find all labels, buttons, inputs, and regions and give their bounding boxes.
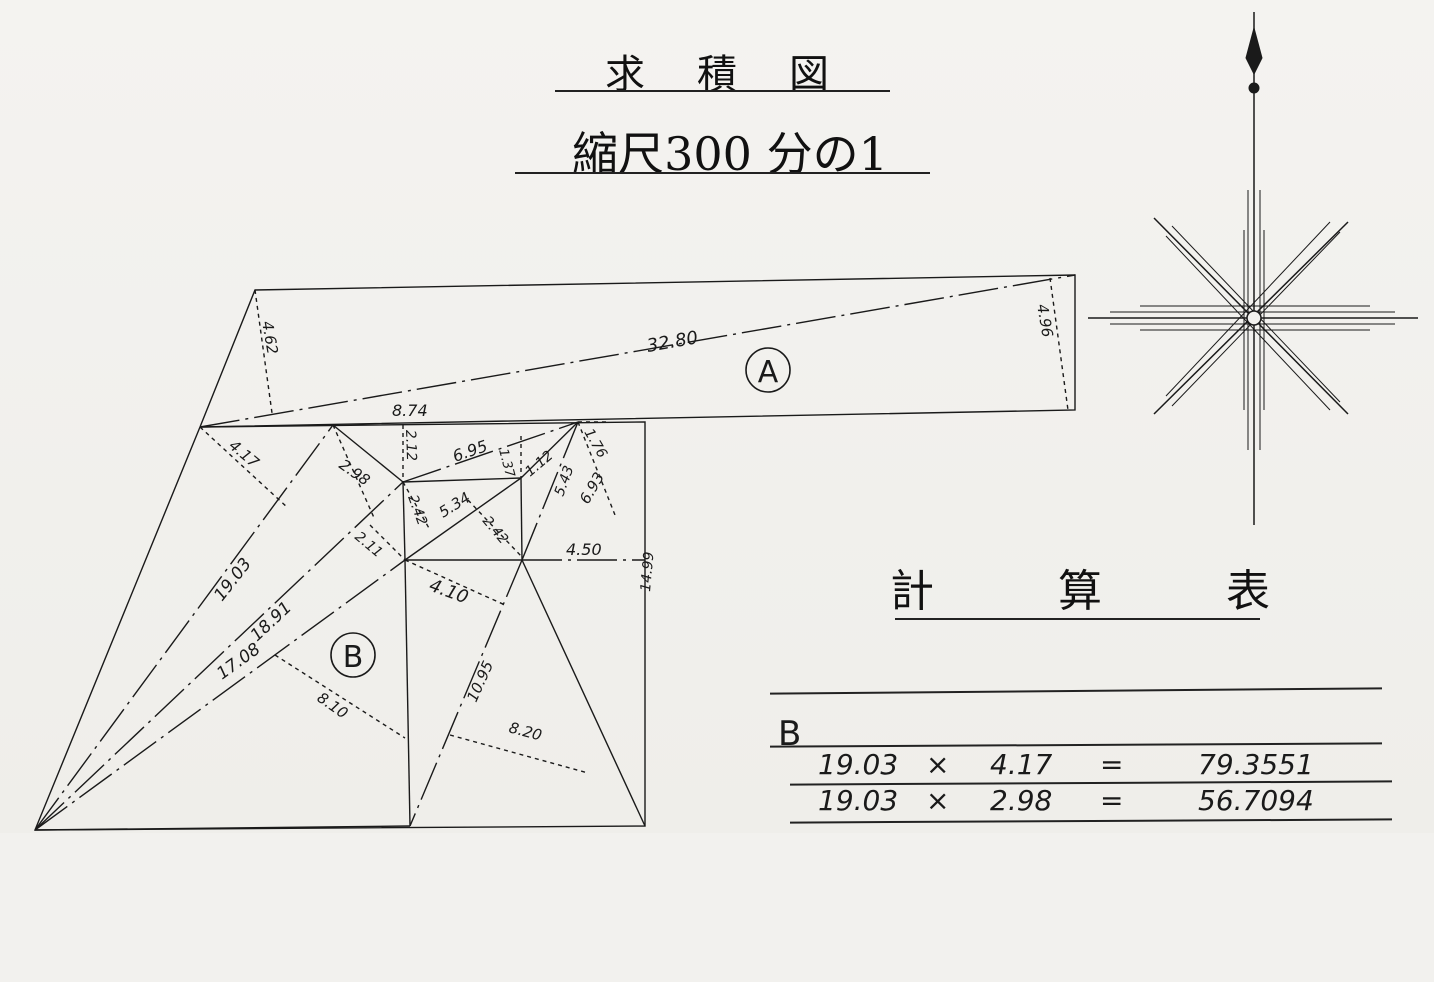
calc-row-result: 56.7094 bbox=[1198, 784, 1314, 817]
scale-underline bbox=[515, 172, 930, 174]
label-2-12: 2.12 bbox=[402, 430, 419, 462]
perp-8-10 bbox=[274, 654, 406, 739]
calc-row-operator: × bbox=[926, 784, 950, 817]
edge-405-410 bbox=[404, 559, 411, 827]
calc-row-operand-a: 19.03 bbox=[818, 784, 899, 817]
edge-522-645b bbox=[521, 559, 646, 827]
label-19-03: 19.03 bbox=[210, 554, 256, 605]
perp-2-42b bbox=[467, 499, 522, 557]
calc-table-title: 計 算 表 bbox=[890, 566, 1310, 617]
label-4-50: 4.50 bbox=[566, 540, 602, 559]
calc-row: 19.03 × 2.98 = 56.7094 bbox=[818, 784, 1314, 982]
edge-522-578 bbox=[521, 421, 579, 561]
perp-2-11 bbox=[369, 524, 406, 561]
perp-4-96 bbox=[1049, 277, 1069, 411]
label-2-11: 2.11 bbox=[351, 529, 385, 561]
calc-row-operand-b: 2.98 bbox=[990, 784, 1053, 817]
edge-403-405 bbox=[402, 481, 406, 561]
calc-row-equals: = bbox=[1100, 784, 1124, 817]
edge-521-578 bbox=[520, 421, 579, 479]
title-underline bbox=[555, 90, 890, 92]
perp-2-98 bbox=[332, 424, 376, 521]
edge-left-top bbox=[332, 424, 404, 483]
calc-row-equals: = bbox=[1100, 748, 1124, 781]
line-18-91 bbox=[34, 481, 404, 831]
parcel-a-diagonal bbox=[199, 274, 1076, 428]
calc-title-underline bbox=[895, 618, 1260, 620]
calc-row-operand-b: 4.17 bbox=[990, 748, 1053, 781]
label-1-76: 1.76 bbox=[581, 426, 610, 461]
label-18-91: 18.91 bbox=[247, 598, 296, 646]
calc-row-result: 79.3551 bbox=[1198, 748, 1314, 781]
label-10-95: 10.95 bbox=[463, 658, 497, 705]
parcel-a-circle bbox=[745, 347, 791, 393]
compass-rose-icon bbox=[1088, 12, 1418, 525]
calc-row-operand-a: 19.03 bbox=[818, 748, 899, 781]
parcel-a-label: A bbox=[758, 355, 779, 390]
survey-plot: A B 32.80 4.62 4.96 8.74 4.17 2.98 2.12 … bbox=[33, 12, 1418, 831]
calc-row: 19.03 × 4.17 = 79.3551 bbox=[818, 748, 1314, 946]
label-2-98: 2.98 bbox=[336, 456, 374, 490]
label-8-20: 8.20 bbox=[507, 718, 544, 744]
line-19-03 bbox=[34, 424, 334, 831]
perp-8-20 bbox=[449, 734, 589, 774]
label-6-95: 6.95 bbox=[450, 436, 490, 466]
label-1-12: 1.12 bbox=[522, 448, 556, 480]
label-4-17: 4.17 bbox=[225, 436, 263, 472]
label-2-42b: 2.42 bbox=[479, 513, 511, 547]
perp-4-17 bbox=[199, 426, 289, 509]
label-8-74: 8.74 bbox=[392, 401, 428, 420]
label-4-10: 4.10 bbox=[426, 575, 471, 608]
label-8-10: 8.10 bbox=[314, 689, 352, 723]
perp-6-93 bbox=[577, 421, 616, 516]
line-17-08 bbox=[34, 559, 406, 831]
edge-521-522 bbox=[520, 477, 523, 561]
line-to-bottom bbox=[34, 825, 411, 831]
label-14-99: 14.99 bbox=[638, 551, 657, 592]
perp-2-42a bbox=[402, 481, 431, 531]
calc-section-label: B bbox=[778, 714, 802, 754]
calc-row-operator: × bbox=[926, 748, 950, 781]
label-32-80: 32.80 bbox=[645, 327, 699, 357]
parcel-b-label: B bbox=[343, 640, 364, 675]
label-5-43: 5.43 bbox=[552, 464, 578, 499]
label-1-37: 1.37 bbox=[495, 447, 517, 480]
parcel-b-circle bbox=[330, 632, 376, 678]
label-2-42a: 2.42 bbox=[404, 493, 430, 528]
perp-4-10 bbox=[404, 559, 506, 606]
edge-403-521 bbox=[402, 477, 522, 483]
label-4-62: 4.62 bbox=[258, 320, 282, 356]
label-4-96: 4.96 bbox=[1033, 303, 1057, 339]
label-17-08: 17.08 bbox=[213, 639, 264, 684]
label-6-93: 6.93 bbox=[576, 469, 608, 507]
edge-403-578 bbox=[402, 421, 579, 483]
edge-405-521 bbox=[404, 477, 522, 561]
